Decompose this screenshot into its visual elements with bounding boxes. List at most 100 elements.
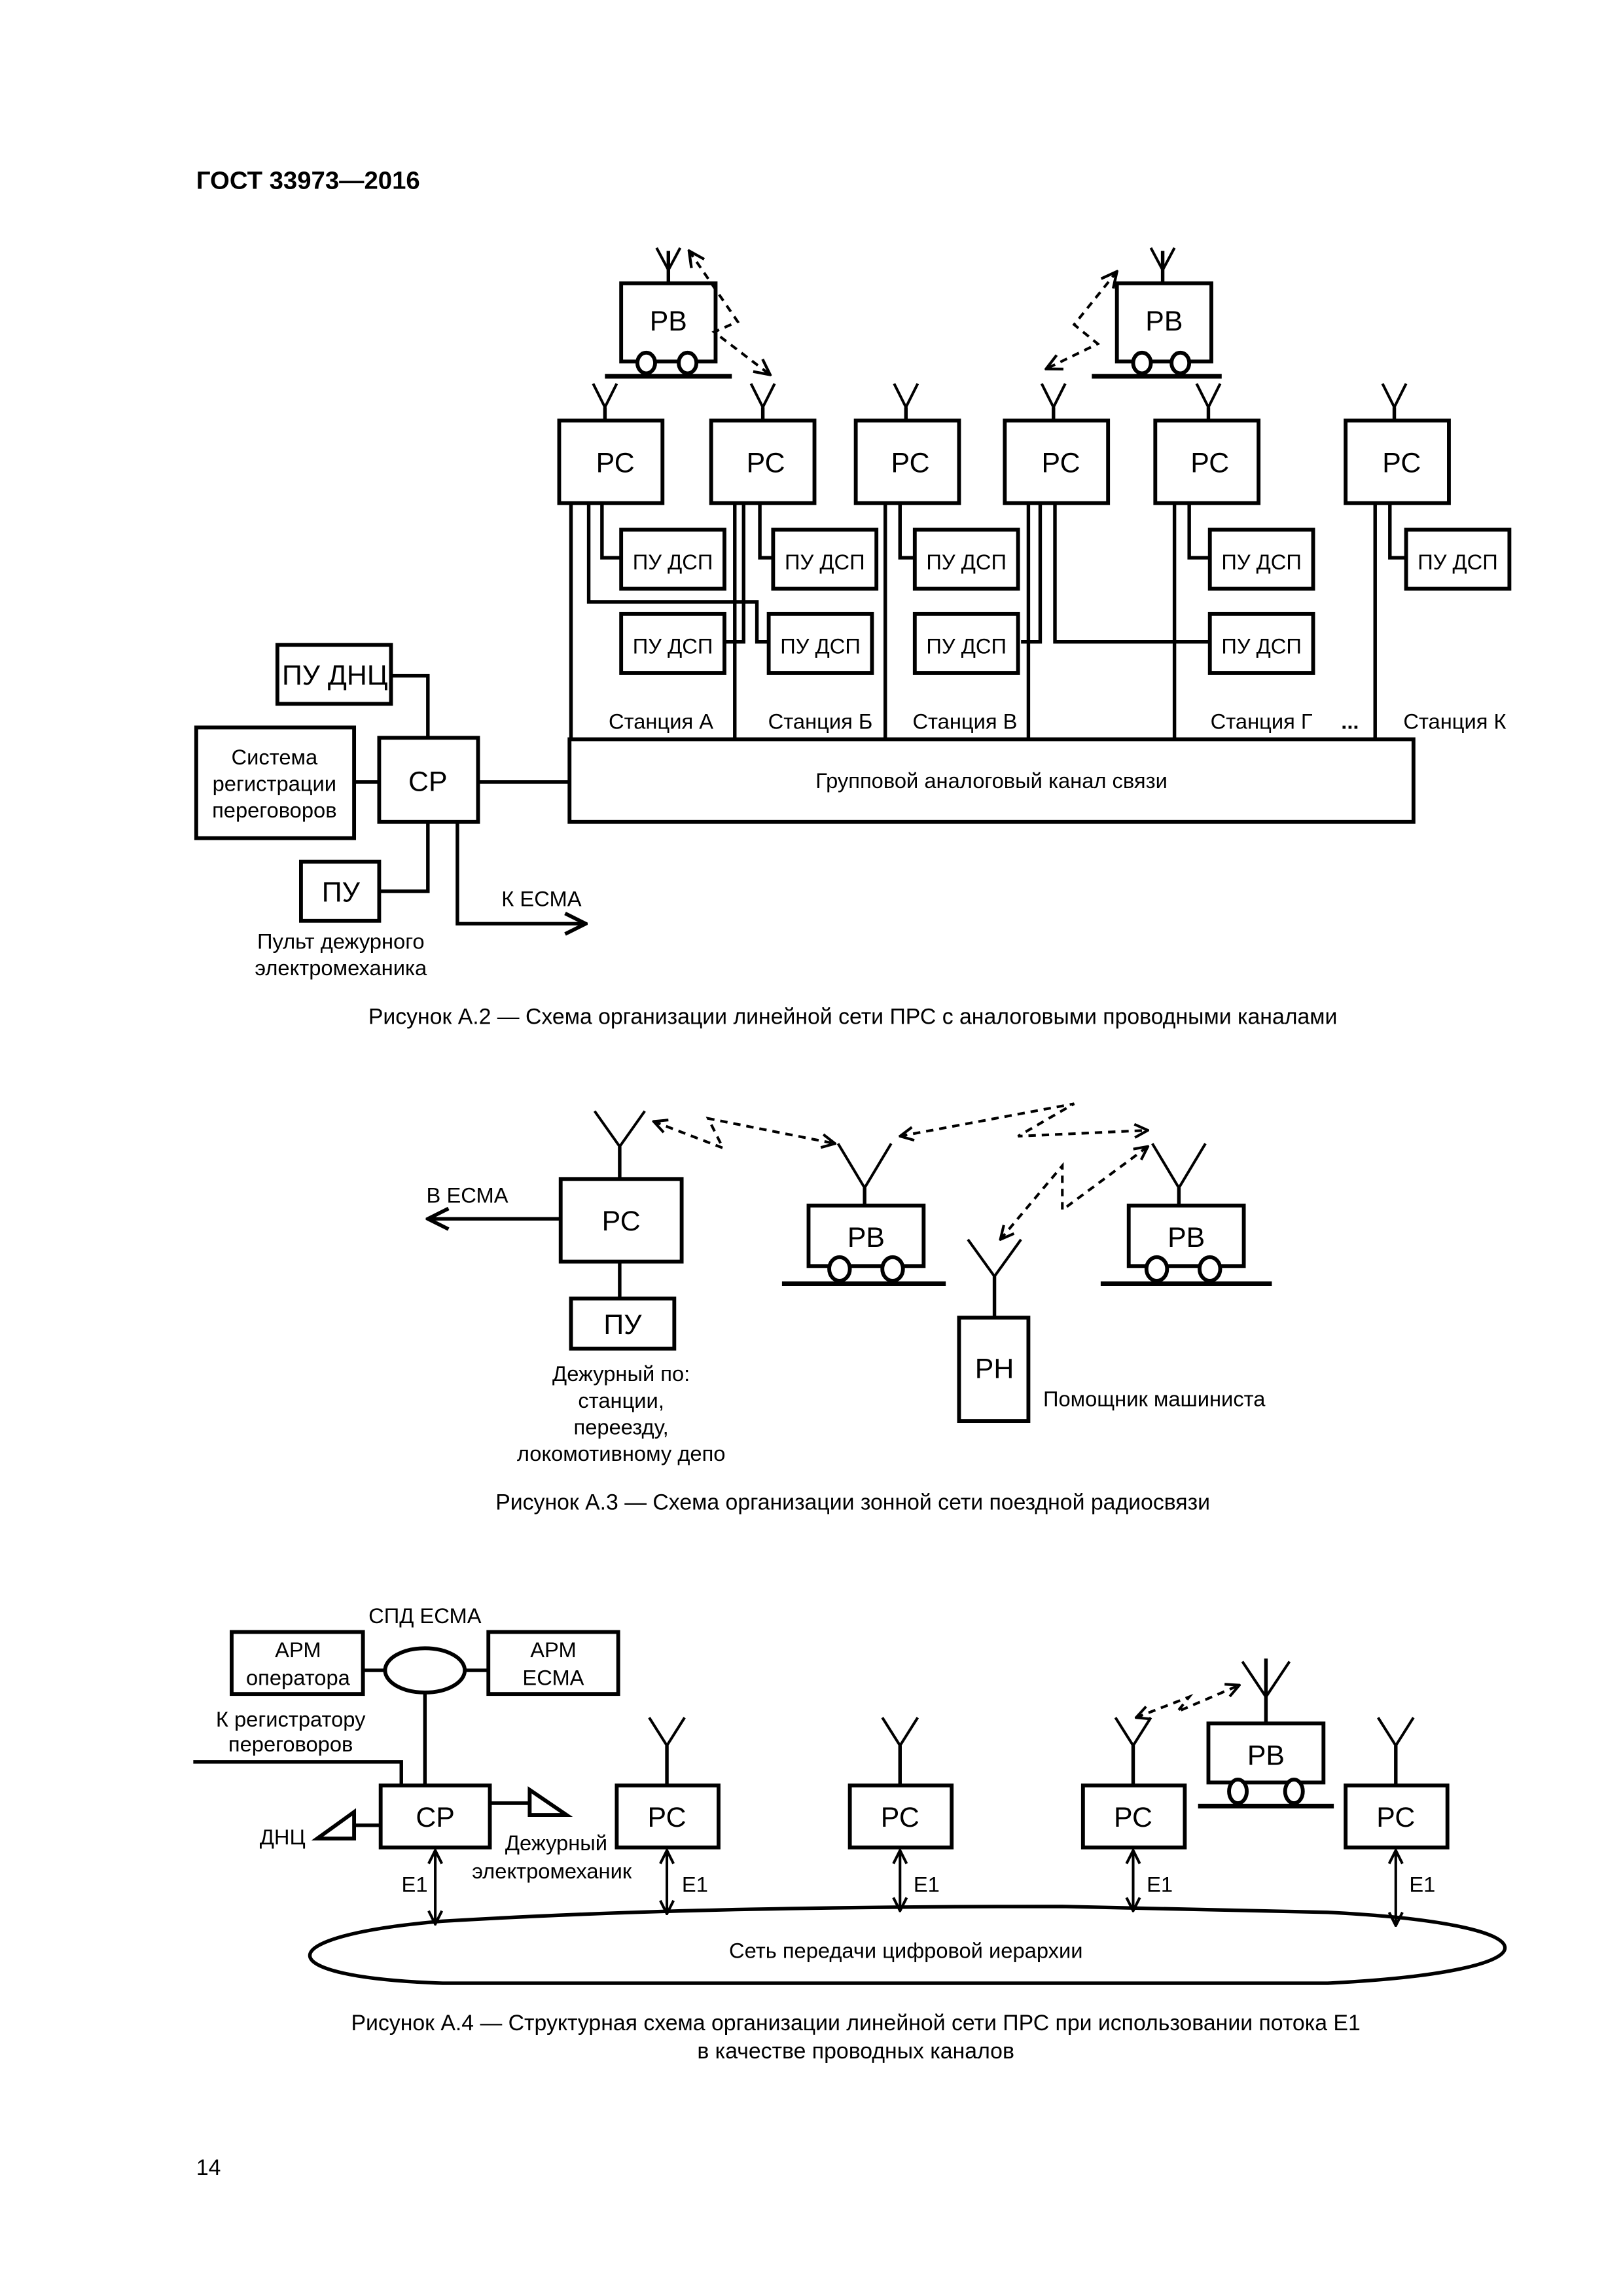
antenna-icon xyxy=(1114,1717,1152,1748)
station-radio-label: РС xyxy=(1114,1802,1152,1833)
network-label: Сеть передачи цифровой иерархии xyxy=(729,1939,1082,1963)
to-recorder-line: переговоров xyxy=(228,1732,353,1756)
arm-operator-box xyxy=(230,1630,365,1696)
control-panel-box xyxy=(569,1297,677,1351)
e1-label: Е1 xyxy=(402,1872,428,1896)
dsp-panel-label: ПУ ДСП xyxy=(1221,550,1302,574)
dsp-panel-label: ПУ ДСП xyxy=(633,550,713,574)
radio-link xyxy=(689,251,770,374)
station-radio-label: РС xyxy=(1376,1802,1415,1833)
duty-caption: Дежурный по: xyxy=(552,1361,690,1386)
dnc-label: ДНЦ xyxy=(260,1825,306,1849)
dsp-panel-label: ПУ ДСП xyxy=(926,550,1007,574)
control-panel-caption: электромеханика xyxy=(255,956,427,980)
radio-link xyxy=(654,1117,835,1151)
arm-operator-line: АРМ xyxy=(275,1638,321,1662)
train-radio-box xyxy=(1206,1721,1326,1785)
to-esma-label: К ЕСМА xyxy=(501,886,581,910)
train-radio-label: РВ xyxy=(650,306,687,337)
dsp-panels: ПУ ДСП ПУ ДСП ПУ ДСП ПУ ДСП ПУ ДСП ПУ ДС… xyxy=(619,528,1512,675)
station-radio-label: РС xyxy=(596,447,635,478)
figure-a4-caption: Рисунок А.4 — Структурная схема организа… xyxy=(351,2011,1360,2036)
station-radio-label: РС xyxy=(602,1206,641,1237)
antenna-icon xyxy=(1151,1143,1207,1191)
connection-unit-box xyxy=(377,736,480,824)
recording-system-line: регистрации xyxy=(213,771,336,795)
dsp-panel-label: ПУ ДСП xyxy=(780,634,861,658)
control-panel-label: ПУ xyxy=(322,876,361,908)
e1-label: Е1 xyxy=(1409,1872,1435,1896)
antenna-icon xyxy=(836,1143,893,1191)
group-channel-box xyxy=(567,737,1416,824)
antenna-icon xyxy=(967,1238,1022,1279)
control-panel-caption: Пульт дежурного xyxy=(257,929,425,954)
train-radio-2: РВ xyxy=(1092,247,1222,379)
figure-a2-caption: Рисунок А.2 — Схема организации линейной… xyxy=(368,1005,1338,1030)
dsp-panel-label: ПУ ДСП xyxy=(1418,550,1498,574)
station-radio-label: РС xyxy=(1190,447,1229,478)
e1-label: Е1 xyxy=(914,1872,940,1896)
station-radio-label: РС xyxy=(1042,447,1080,478)
station-radio-box xyxy=(1344,1784,1450,1850)
connection-unit-label: СР xyxy=(408,766,448,797)
figure-a3: РС В ЕСМА ПУ Дежурный по: станции, перее… xyxy=(427,1102,1272,1515)
radio-link xyxy=(900,1102,1148,1136)
page-number: 14 xyxy=(196,2155,221,2180)
station-label: Станция К xyxy=(1403,709,1506,734)
control-panel-label: ПУ xyxy=(603,1309,642,1340)
dsp-panel-label: ПУ ДСП xyxy=(633,634,713,658)
antenna-icon xyxy=(1149,247,1176,273)
figure-a4: СПД ЕСМА АРМ оператора АРМ ЕСМА К регист… xyxy=(193,1604,1507,2064)
dnc-panel-box xyxy=(275,643,393,706)
portable-radio-box xyxy=(957,1316,1031,1424)
train-radio-label: РВ xyxy=(1168,1222,1205,1253)
digital-network-ellipse xyxy=(308,1905,1507,1985)
group-channel-label: Групповой аналоговый канал связи xyxy=(815,768,1168,793)
station-radio-box xyxy=(615,1784,721,1850)
wiring xyxy=(569,503,1406,738)
station-radio-label: РС xyxy=(747,447,785,478)
antenna-icon xyxy=(1377,1717,1415,1748)
arm-esma-line: ЕСМА xyxy=(522,1666,584,1690)
dsp-panel-label: ПУ ДСП xyxy=(1221,634,1302,658)
connection-unit-box xyxy=(378,1784,492,1850)
portable-radio-label: РН xyxy=(975,1354,1014,1385)
station-label: Станция В xyxy=(912,709,1017,734)
electromechanic-line: Дежурный xyxy=(505,1831,607,1855)
station-label: Станция А xyxy=(609,709,713,734)
train-radio-label: РВ xyxy=(1145,306,1183,337)
antenna-icon xyxy=(593,1110,646,1149)
to-esma-label: В ЕСМА xyxy=(427,1183,508,1207)
arm-operator-line: оператора xyxy=(246,1666,351,1690)
to-esma-arrow xyxy=(455,821,586,924)
spd-network-node xyxy=(383,1646,467,1695)
spd-label: СПД ЕСМА xyxy=(368,1604,482,1628)
figure-a4-caption: в качестве проводных каналов xyxy=(697,2039,1014,2064)
connection-unit-label: СР xyxy=(416,1802,455,1833)
duty-caption: станции, xyxy=(578,1388,664,1412)
dnc-speaker-icon xyxy=(311,1808,357,1841)
figure-a3-caption: Рисунок А.3 — Схема организации зонной с… xyxy=(495,1490,1210,1515)
train-radio-box xyxy=(806,1203,926,1268)
figure-a2: РВ РВ РС РС xyxy=(194,247,1512,1030)
train-radio-label: РВ xyxy=(1247,1740,1285,1771)
station-radio-label: РС xyxy=(891,447,930,478)
arm-esma-line: АРМ xyxy=(530,1638,576,1662)
dsp-panel-label: ПУ ДСП xyxy=(926,634,1007,658)
radio-link xyxy=(1001,1147,1148,1240)
train-radio-label: РВ xyxy=(847,1222,885,1253)
duty-caption: локомотивному депо xyxy=(517,1441,726,1465)
dnc-panel-label: ПУ ДНЦ xyxy=(282,660,388,691)
electromechanic-speaker-icon xyxy=(527,1786,573,1817)
station-radio-label: РС xyxy=(648,1802,687,1833)
standard-header: ГОСТ 33973—2016 xyxy=(196,167,420,195)
station-label: Станция Г xyxy=(1211,709,1313,734)
recording-system-box xyxy=(194,725,357,840)
station-label: Станция Б xyxy=(768,709,873,734)
dsp-panel-label: ПУ ДСП xyxy=(785,550,865,574)
antenna-icon xyxy=(655,247,682,273)
recording-system-line: Система xyxy=(232,745,318,769)
station-radios: РС РС РС РС РС РС xyxy=(557,383,1451,505)
